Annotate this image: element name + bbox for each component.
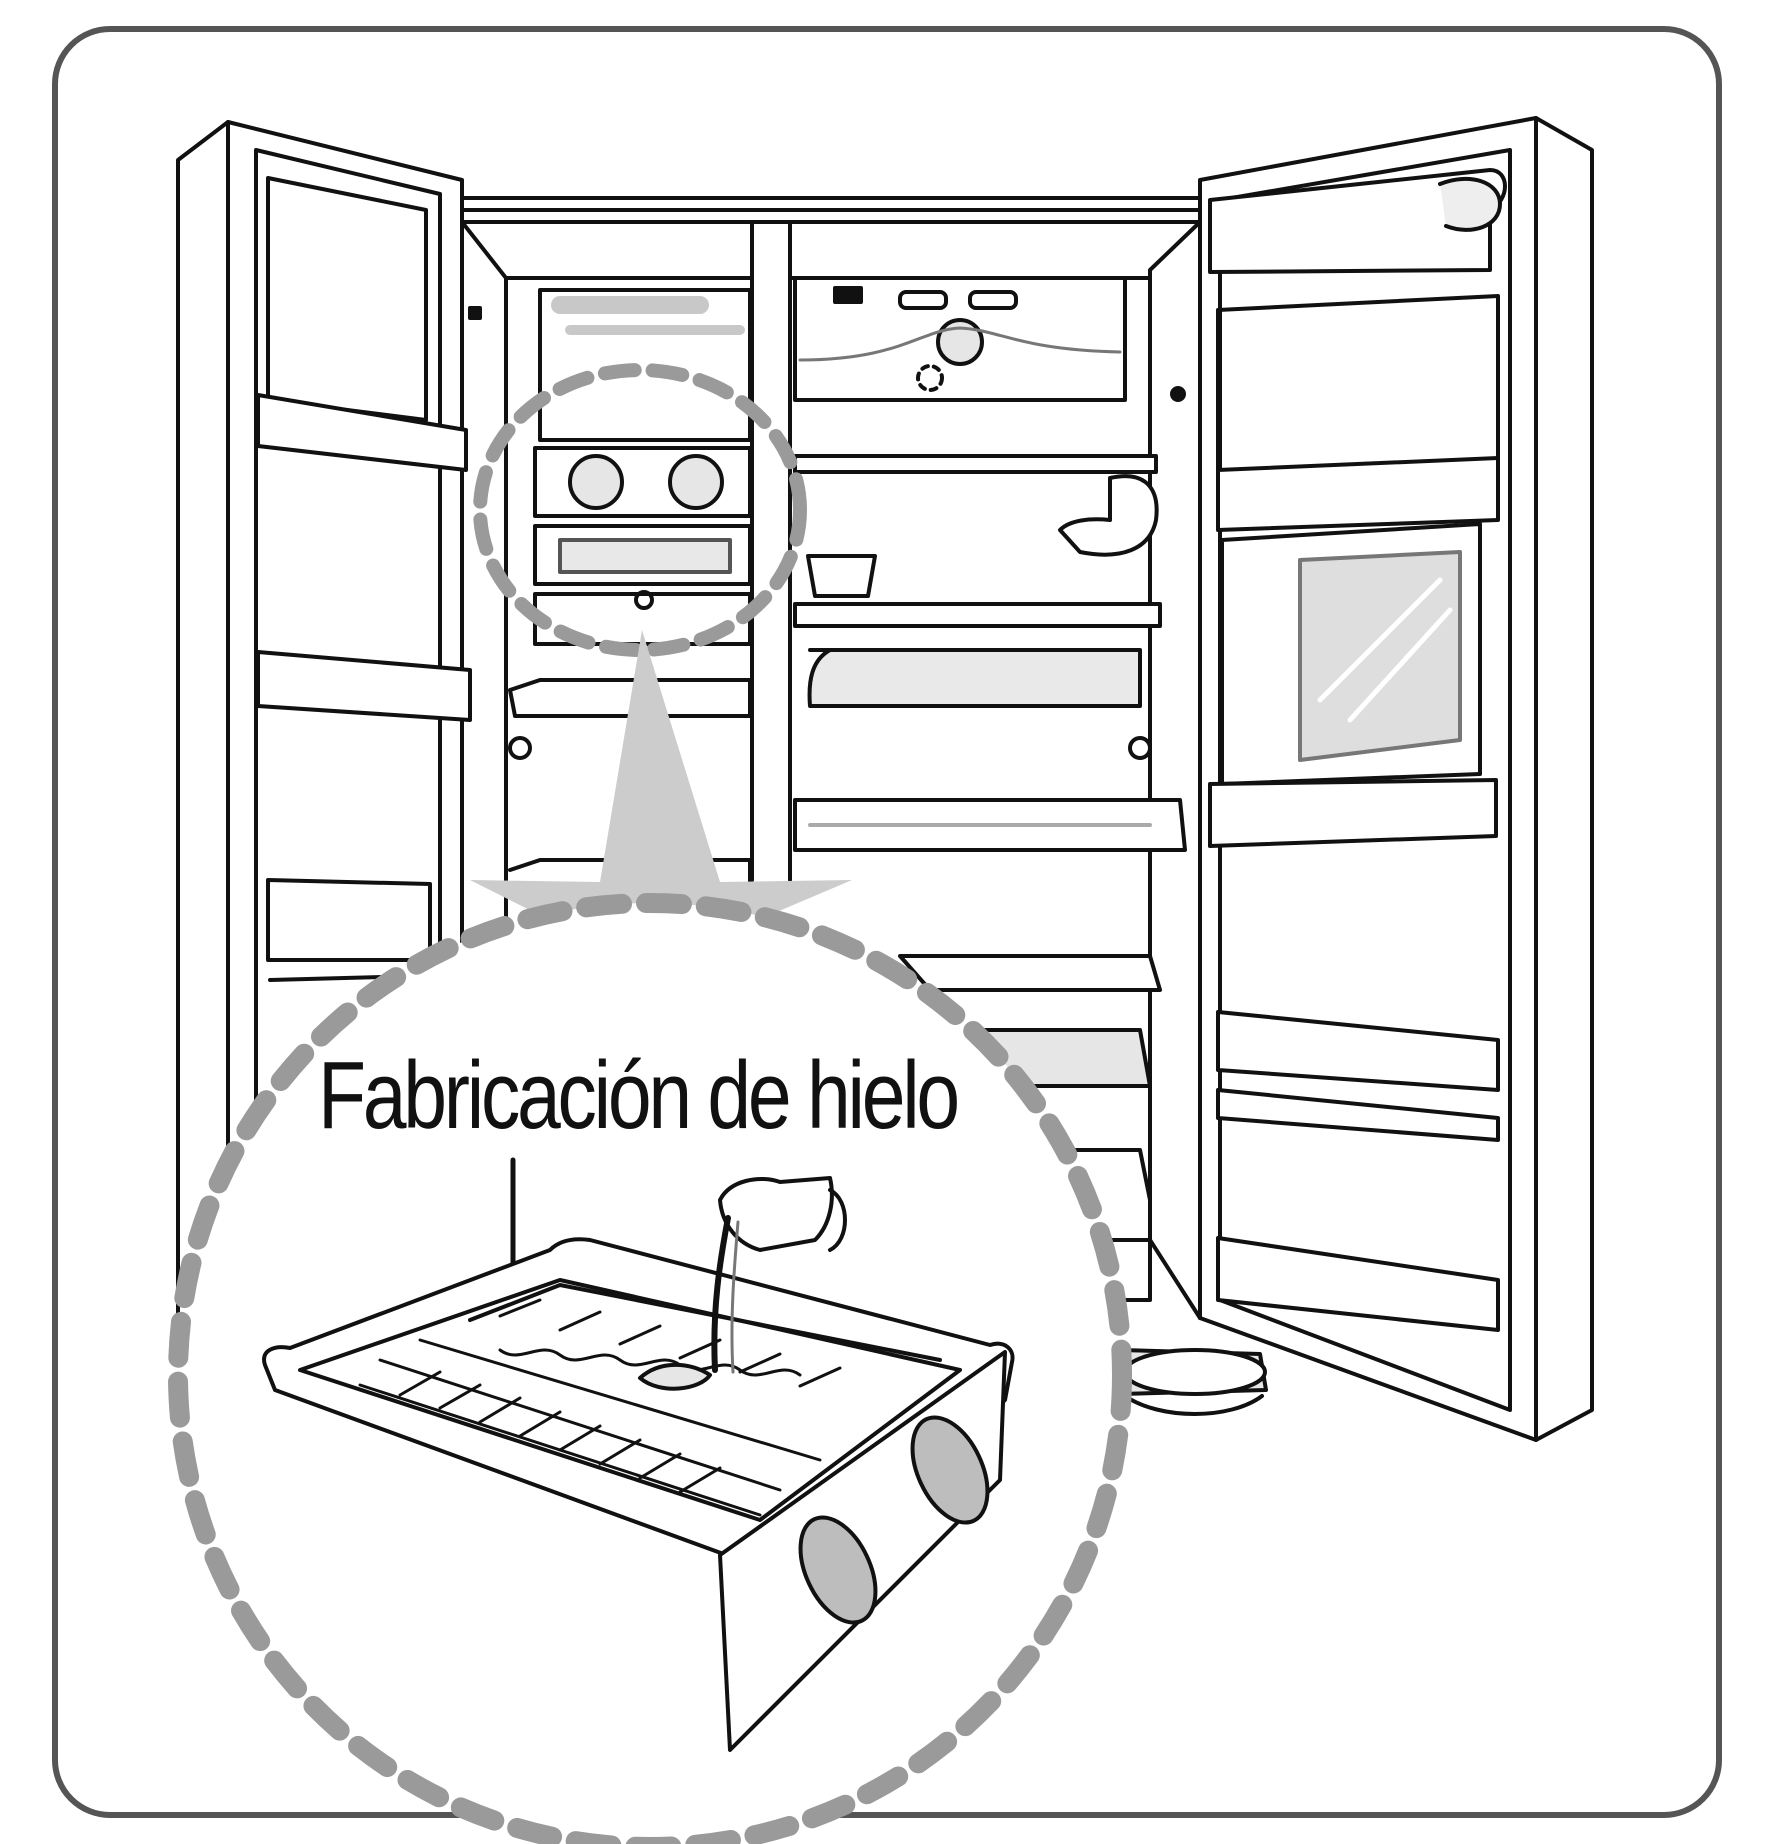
- cabinet-base: [1120, 1350, 1266, 1414]
- right-door: [1172, 118, 1592, 1440]
- callout-label: Fabricación de hielo: [318, 1048, 957, 1144]
